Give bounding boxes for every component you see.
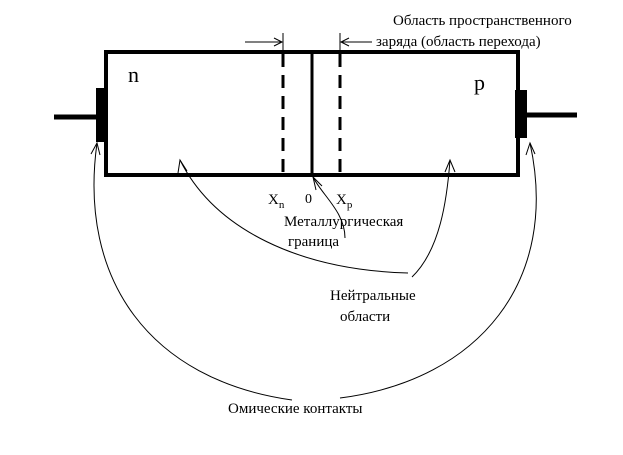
space-charge-region-label-line2: заряда (область перехода) bbox=[376, 34, 541, 50]
metallurgical-boundary-label-line1: Металлургическая bbox=[284, 214, 403, 230]
n-region-label: n bbox=[128, 62, 139, 87]
neutral-regions-label-line2: области bbox=[340, 309, 390, 325]
xp-label-sub: p bbox=[347, 199, 353, 211]
left-ohmic-contact bbox=[96, 88, 108, 142]
xn-label-main: X bbox=[268, 192, 279, 208]
ohmic-contact-left-arrow bbox=[93, 142, 293, 401]
neutral-region-right-arrow bbox=[411, 159, 451, 278]
space-charge-region-label-line1: Область пространственного bbox=[393, 13, 572, 29]
neutral-regions-label-line1: Нейтральные bbox=[330, 288, 416, 304]
metallurgical-boundary-arrow bbox=[312, 176, 346, 239]
neutral-region-left-arrowhead bbox=[177, 158, 188, 174]
xp-label: Xp bbox=[336, 192, 353, 211]
metallurgical-boundary-arrowhead bbox=[312, 175, 323, 191]
right-ohmic-contact bbox=[515, 90, 527, 138]
dimension-arrowhead-left bbox=[273, 37, 284, 47]
neutral-region-left-arrow bbox=[179, 159, 409, 274]
dimension-arrowhead-right bbox=[339, 37, 350, 47]
zero-label: 0 bbox=[305, 192, 312, 207]
xn-label-sub: n bbox=[279, 199, 285, 211]
ohmic-contact-right-arrowhead bbox=[525, 141, 536, 156]
metallurgical-boundary-label-line2: граница bbox=[288, 234, 339, 250]
xn-label: Xn bbox=[268, 192, 285, 211]
neutral-region-right-arrowhead bbox=[444, 158, 456, 173]
ohmic-contacts-label: Омические контакты bbox=[228, 401, 362, 417]
p-region-label: p bbox=[474, 70, 485, 95]
ohmic-contact-right-arrow bbox=[339, 142, 537, 399]
xp-label-main: X bbox=[336, 192, 347, 208]
ohmic-contact-left-arrowhead bbox=[90, 141, 101, 156]
